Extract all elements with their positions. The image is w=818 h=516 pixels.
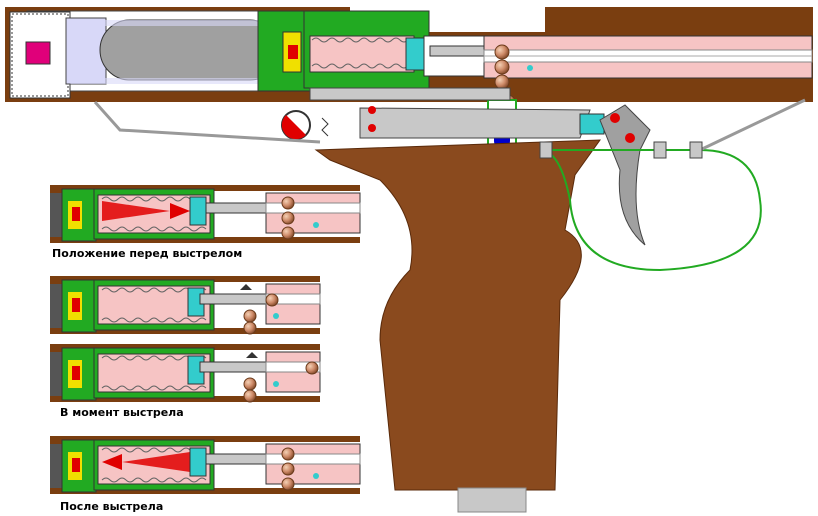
paintball <box>281 226 295 240</box>
barrel-and-bolt <box>423 35 813 79</box>
state-after-shot <box>50 436 361 494</box>
paintball <box>265 293 279 307</box>
paintball <box>494 44 510 60</box>
state-at-shot-2 <box>50 344 321 403</box>
grip-frame <box>314 139 601 513</box>
gas-line <box>93 98 806 272</box>
paintball <box>281 447 295 461</box>
paintball <box>305 361 319 375</box>
paintball <box>494 59 510 75</box>
paintball <box>281 462 295 476</box>
co2-tank <box>25 17 300 85</box>
gauge-icon <box>281 110 329 140</box>
paintball <box>243 321 257 335</box>
paintball <box>243 309 257 323</box>
trigger-linkage <box>309 87 651 246</box>
state-at-shot-1 <box>50 276 321 335</box>
state-before-shot <box>50 185 361 243</box>
main-marker <box>5 7 813 513</box>
paintball <box>494 74 510 90</box>
paintball <box>281 477 295 491</box>
paintball <box>281 211 295 225</box>
arrow-right-icon <box>102 201 190 221</box>
arrow-left-icon <box>102 452 190 472</box>
valve-assembly <box>257 10 430 92</box>
caption-at-shot: В момент выстрела <box>60 406 184 419</box>
paintball <box>243 389 257 403</box>
caption-after-shot: После выстрела <box>60 500 164 513</box>
paintball <box>281 196 295 210</box>
caption-before-shot: Положение перед выстрелом <box>52 247 243 260</box>
paintball <box>243 377 257 391</box>
